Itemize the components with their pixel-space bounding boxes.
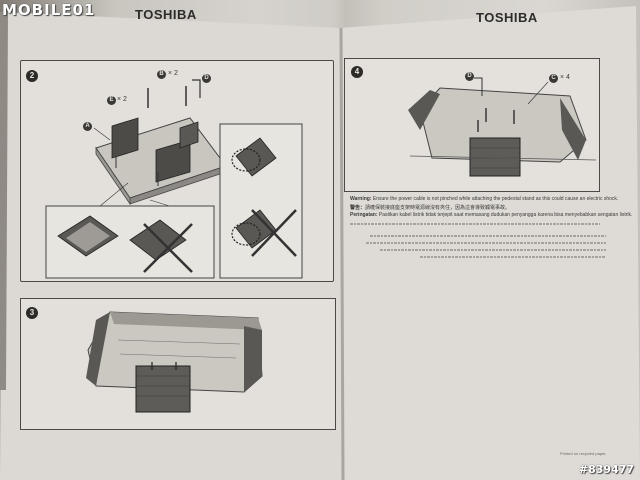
warning-indonesian: Peringatan: Pastikan kabel listrik tidak… [350,212,633,218]
callout-e: E [107,96,116,105]
step-3-number: 3 [26,307,38,319]
callout-b: B [157,70,166,79]
callout-a: A [83,122,92,131]
warning-chinese: 警告：請確保裝接底座支架時電源線沒有夾住，因為這會導致觸電事故。 [350,205,511,211]
quantity-b: × 2 [168,70,178,77]
warning-english: Warning: Ensure the power cable is not p… [350,196,619,202]
step-2-number: 2 [26,70,38,82]
site-logo-watermark: MOBILE01 [2,1,96,19]
left-brand-logo: TOSHIBA [135,7,197,22]
step-4-number: 4 [351,66,363,78]
quantity-c: × 4 [560,74,570,81]
photo-id-watermark: #839477 [578,463,634,476]
right-brand-logo: TOSHIBA [476,10,538,25]
callout-d: D [202,74,211,83]
callout-d-step4: D [465,72,474,81]
recycled-paper-note: Printed on recycled paper. [560,451,607,456]
callout-c: C [549,74,558,83]
quantity-e: × 2 [117,96,127,103]
